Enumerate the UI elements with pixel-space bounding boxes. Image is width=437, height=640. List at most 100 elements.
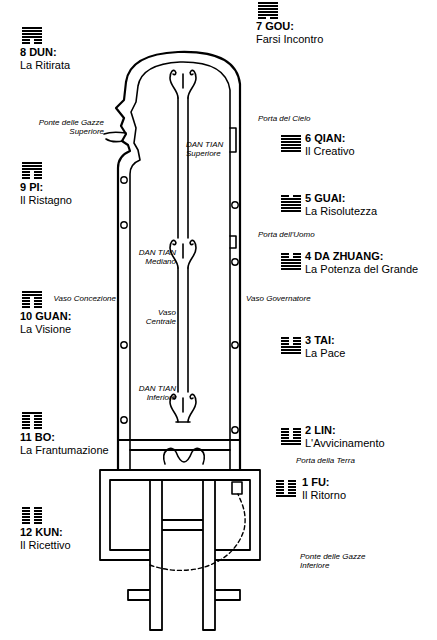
hexagram-line — [34, 507, 42, 509]
hexagram-line — [22, 162, 42, 164]
hexagram-symbol — [258, 2, 278, 19]
hexagram-symbol — [22, 412, 42, 429]
hexagram-line — [281, 268, 301, 270]
pelvis-and-legs — [100, 440, 260, 630]
hexagram-meaning: La Potenza del Grande — [305, 263, 418, 276]
hexagram-line — [34, 513, 42, 515]
hexagram-line — [270, 17, 278, 19]
lower-magpie-bridge — [150, 494, 245, 570]
hexagram-meaning: La Risolutezza — [305, 205, 377, 218]
hexagram-line — [22, 522, 30, 524]
hexagram-line — [281, 437, 289, 439]
hexagram-symbol — [281, 253, 301, 270]
body-inner-outline — [130, 62, 230, 470]
hexagram-line — [281, 428, 289, 430]
hexagram-line — [258, 11, 278, 13]
channel-label: Ponte delle Gazze Superiore — [30, 118, 104, 136]
hexagram-meaning: La Visione — [20, 323, 71, 336]
acupoint — [121, 417, 127, 423]
hexagram-line — [293, 195, 301, 197]
hexagram-meaning: La Pace — [305, 347, 345, 360]
hexagram-line — [22, 42, 30, 44]
hexagram-line — [281, 443, 301, 445]
hexagram-meaning: La Ritirata — [20, 59, 70, 72]
hexagram-line — [281, 138, 301, 140]
hexagram-meaning: La Frantumazione — [20, 444, 109, 457]
hexagram-symbol — [22, 291, 42, 308]
hexagram-line — [288, 492, 296, 494]
acupoint — [121, 177, 127, 183]
hexagram-line — [34, 174, 42, 176]
hexagram-meaning: Il Ritorno — [302, 489, 346, 502]
hexagram-line — [281, 346, 301, 348]
hexagram-line — [281, 135, 301, 137]
hexagram-line — [293, 434, 301, 436]
hexagram-line — [293, 253, 301, 255]
hexagram-line — [281, 201, 301, 203]
hexagram-line — [258, 2, 278, 4]
hexagram-line — [281, 198, 301, 200]
hexagram-line — [276, 492, 284, 494]
hexagram-line — [34, 522, 42, 524]
hexagram-line — [22, 415, 30, 417]
hexagram-line — [34, 177, 42, 179]
hexagram-line — [34, 415, 42, 417]
hexagram-symbol — [22, 507, 42, 524]
channel-label: Vaso Centrale — [140, 308, 176, 326]
hexagram-symbol — [281, 135, 301, 152]
hexagram-line — [34, 297, 42, 299]
hexagram-line — [34, 427, 42, 429]
channel-label: Vaso Governatore — [246, 294, 326, 303]
heaven-gate — [230, 128, 236, 152]
hexagram-name: 11 BO: — [20, 431, 55, 444]
hexagram-line — [34, 42, 42, 44]
acupoint — [232, 202, 238, 208]
upper-magpie-bridge — [104, 132, 126, 141]
earth-gate — [232, 482, 242, 494]
hexagram-line — [293, 256, 301, 258]
hexagram-line — [281, 434, 289, 436]
hexagram-line — [22, 36, 42, 38]
channel-label: DAN TIAN Inferiore — [132, 384, 176, 402]
hexagram-line — [288, 483, 296, 485]
dan-tian-vessel — [170, 70, 196, 98]
hexagram-line — [22, 165, 42, 167]
hexagram-line — [281, 195, 289, 197]
hexagram-line — [281, 440, 301, 442]
hexagram-meaning: Farsi Incontro — [256, 33, 323, 46]
hexagram-symbol — [281, 337, 301, 354]
body-outer-outline — [116, 52, 240, 470]
hexagram-line — [281, 349, 301, 351]
hexagram-line — [22, 27, 42, 29]
hexagram-line — [281, 256, 289, 258]
hexagram-line — [276, 495, 296, 497]
hexagram-line — [22, 168, 42, 170]
hexagram-name: 9 PI: — [20, 181, 43, 194]
hexagram-line — [34, 306, 42, 308]
hexagram-line — [22, 30, 42, 32]
hexagram-line — [258, 8, 278, 10]
channel-label: DAN TIAN Mediano — [132, 248, 176, 266]
channel-label: Vaso Concezione — [50, 294, 116, 303]
hexagram-line — [34, 303, 42, 305]
hexagram-line — [22, 418, 30, 420]
hexagram-line — [281, 204, 301, 206]
hexagram-line — [293, 431, 301, 433]
hexagram-line — [276, 489, 284, 491]
hexagram-line — [22, 510, 30, 512]
hexagram-symbol — [22, 162, 42, 179]
hexagram-line — [276, 483, 284, 485]
hexagram-line — [34, 519, 42, 521]
hexagram-name: 10 GUAN: — [20, 310, 71, 323]
hexagram-line — [293, 337, 301, 339]
hexagram-line — [22, 303, 30, 305]
hexagram-line — [281, 262, 301, 264]
hexagram-line — [281, 144, 301, 146]
hexagram-meaning: L'Avvicinamento — [305, 437, 385, 450]
hexagram-line — [281, 337, 289, 339]
hexagram-line — [22, 291, 42, 293]
hexagram-line — [22, 519, 30, 521]
hexagram-line — [22, 427, 30, 429]
hexagram-line — [34, 300, 42, 302]
